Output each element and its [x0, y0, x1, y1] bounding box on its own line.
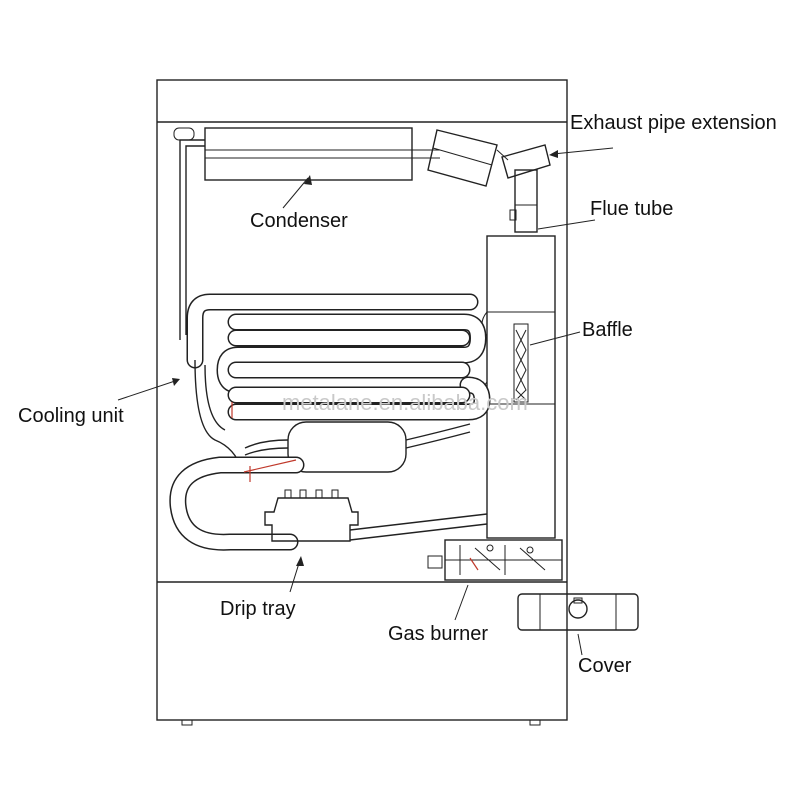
cooling-label: Cooling unit [18, 405, 124, 427]
burner-label: Gas burner [388, 623, 488, 645]
condenser [173, 127, 509, 340]
label-exhaust: Exhaust pipe extension [549, 112, 777, 158]
exhaust-pipe [501, 144, 551, 233]
label-drip: Drip tray [220, 556, 304, 620]
drip-label: Drip tray [220, 598, 296, 620]
label-cover: Cover [577, 633, 632, 677]
drip-tray [264, 489, 359, 542]
label-cooling: Cooling unit [18, 378, 180, 427]
baffle [513, 323, 529, 403]
flue-label: Flue tube [590, 198, 673, 220]
baffle-label: Baffle [582, 319, 633, 341]
cover [517, 593, 639, 631]
label-baffle: Baffle [529, 319, 633, 346]
label-burner: Gas burner [388, 584, 488, 645]
cover-label: Cover [578, 655, 632, 677]
gas-burner [427, 539, 563, 581]
absorber-vessel [244, 421, 471, 473]
condenser-label: Condenser [250, 210, 348, 232]
flue-tube [481, 235, 556, 539]
watermark-text: metalane.en.alibaba.com [282, 390, 528, 415]
label-flue: Flue tube [537, 198, 673, 230]
cabinet [156, 79, 568, 726]
lower-tube [169, 456, 488, 551]
cooling-unit-coils [186, 293, 491, 471]
exhaust-label: Exhaust pipe extension [570, 112, 777, 134]
label-condenser: Condenser [250, 175, 348, 232]
